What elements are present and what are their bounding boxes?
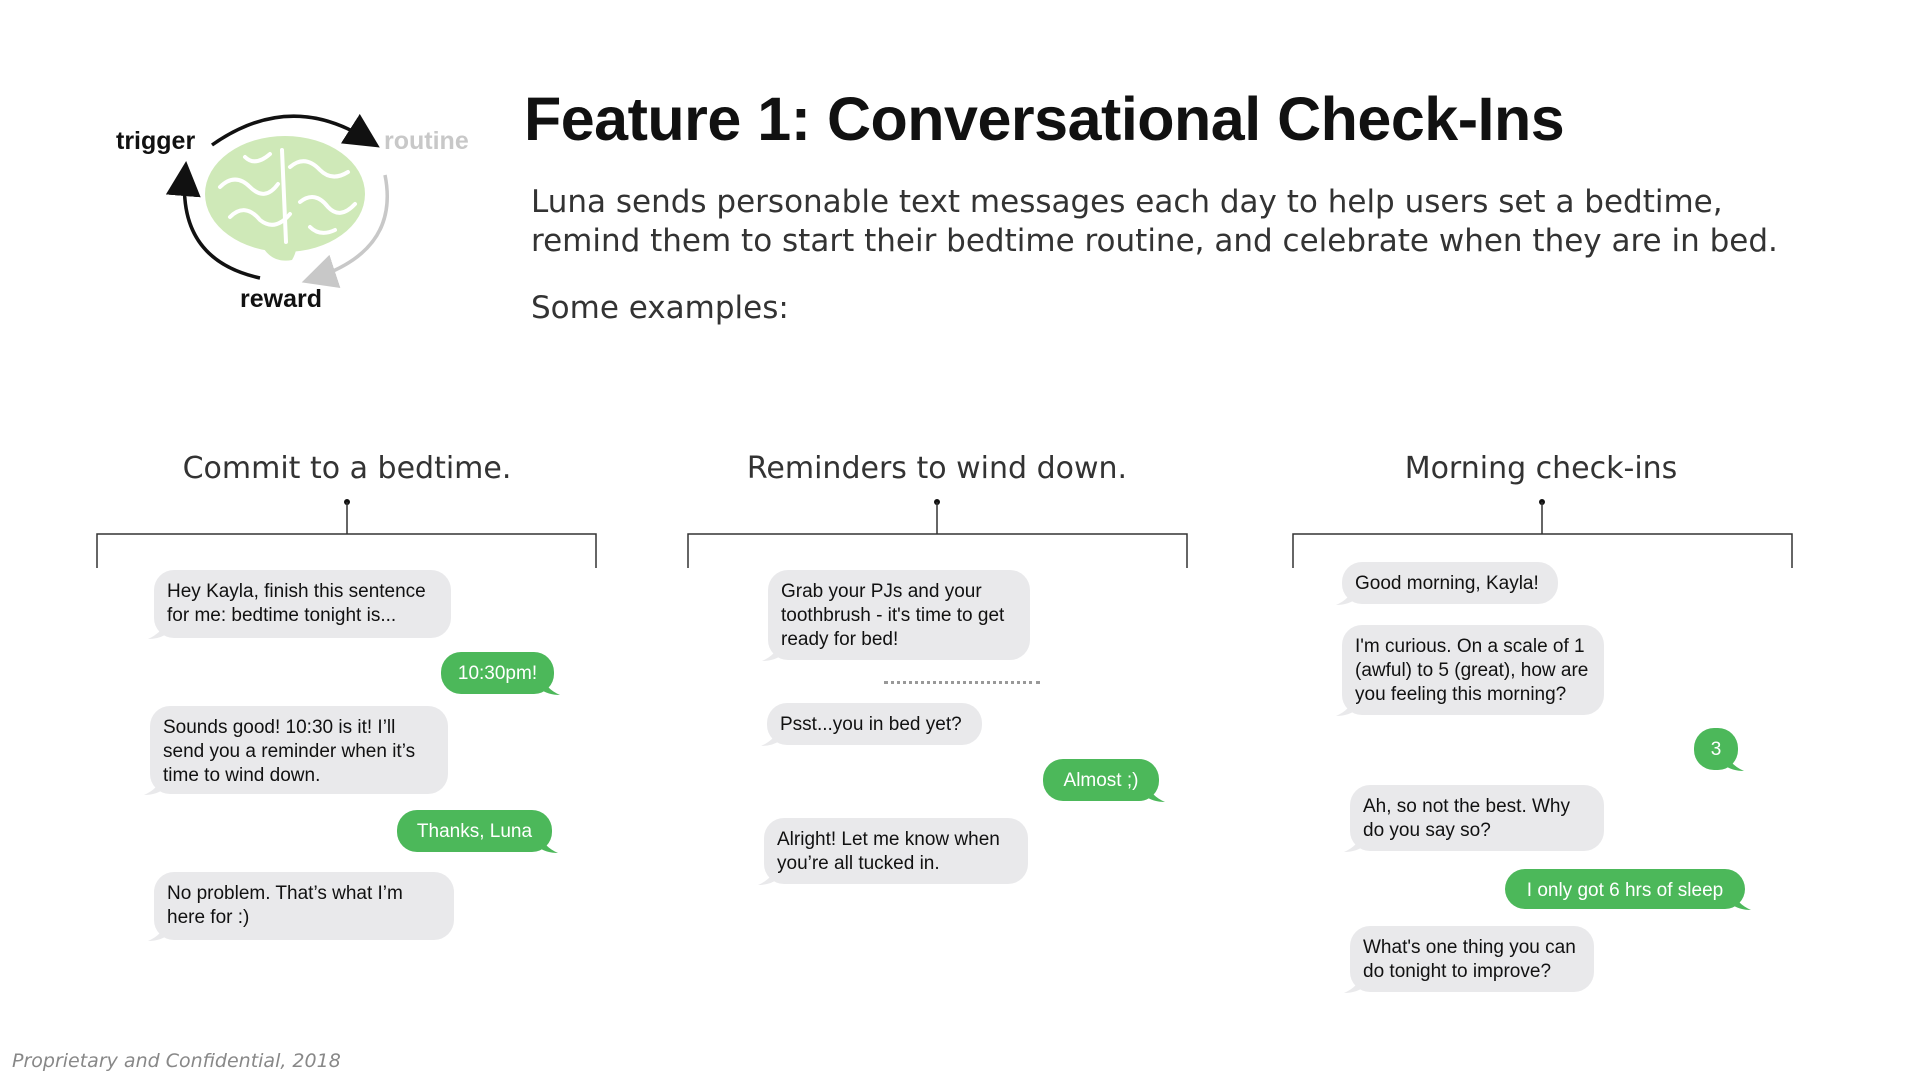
column-title-commit: Commit to a bedtime. [182,451,512,486]
message-text: Psst...you in bed yet? [780,714,962,735]
message-luna: No problem. That’s what I’m here for :) [148,872,454,941]
slide-title: Feature 1: Conversational Check-Ins [524,85,1565,153]
trigger-label: trigger [116,127,196,155]
habit-loop-diagram: trigger routine reward [100,100,490,320]
message-user: 10:30pm! [441,652,560,695]
message-text: Thanks, Luna [416,821,533,842]
footer-confidential: Proprietary and Confidential, 2018 [12,1050,341,1072]
brain-icon [205,136,365,261]
loop-arrows [165,113,389,289]
message-luna: What's one thing you can do tonight to i… [1344,926,1594,993]
message-user: I only got 6 hrs of sleep [1505,869,1751,910]
message-text: Hey Kayla, finish this sentence for me: … [167,581,426,626]
message-user: 3 [1694,728,1744,771]
message-luna: Psst...you in bed yet? [761,703,982,746]
reward-label: reward [240,285,322,313]
bracket-reminders [687,499,1188,568]
time-divider [884,681,1040,684]
message-text: Good morning, Kayla! [1355,573,1539,594]
column-title-morning: Morning check-ins [1404,451,1678,486]
message-text: No problem. That’s what I’m here for :) [167,883,403,928]
routine-label: routine [384,127,469,155]
message-text: What's one thing you can do tonight to i… [1363,937,1576,982]
message-luna: Grab your PJs and your toothbrush - it's… [762,570,1030,661]
message-text: Almost ;) [1063,770,1139,791]
message-luna: Hey Kayla, finish this sentence for me: … [148,570,451,639]
message-text: Grab your PJs and your toothbrush - it's… [781,581,1005,650]
bracket-commit [96,499,597,568]
column-title-reminders: Reminders to wind down. [746,451,1128,486]
message-text: Ah, so not the best. Why do you say so? [1363,796,1570,841]
message-text: Alright! Let me know when you’re all tuc… [777,829,1000,874]
message-user: Thanks, Luna [397,810,558,853]
message-user: Almost ;) [1043,759,1165,802]
message-luna: Ah, so not the best. Why do you say so? [1344,785,1604,852]
message-luna: I'm curious. On a scale of 1 (awful) to … [1336,625,1604,716]
message-luna: Sounds good! 10:30 is it! I’ll send you … [144,706,448,795]
message-text: I only got 6 hrs of sleep [1526,880,1724,901]
message-luna: Good morning, Kayla! [1336,562,1558,605]
message-luna: Alright! Let me know when you’re all tuc… [758,818,1028,885]
examples-label: Some examples: [531,290,789,326]
bracket-morning [1292,499,1793,568]
message-text: 10:30pm! [457,663,538,684]
message-text: I'm curious. On a scale of 1 (awful) to … [1355,636,1589,705]
slide-description: Luna sends personable text messages each… [531,184,1778,259]
message-text: 3 [1710,739,1722,760]
message-text: Sounds good! 10:30 is it! I’ll send you … [163,717,416,786]
